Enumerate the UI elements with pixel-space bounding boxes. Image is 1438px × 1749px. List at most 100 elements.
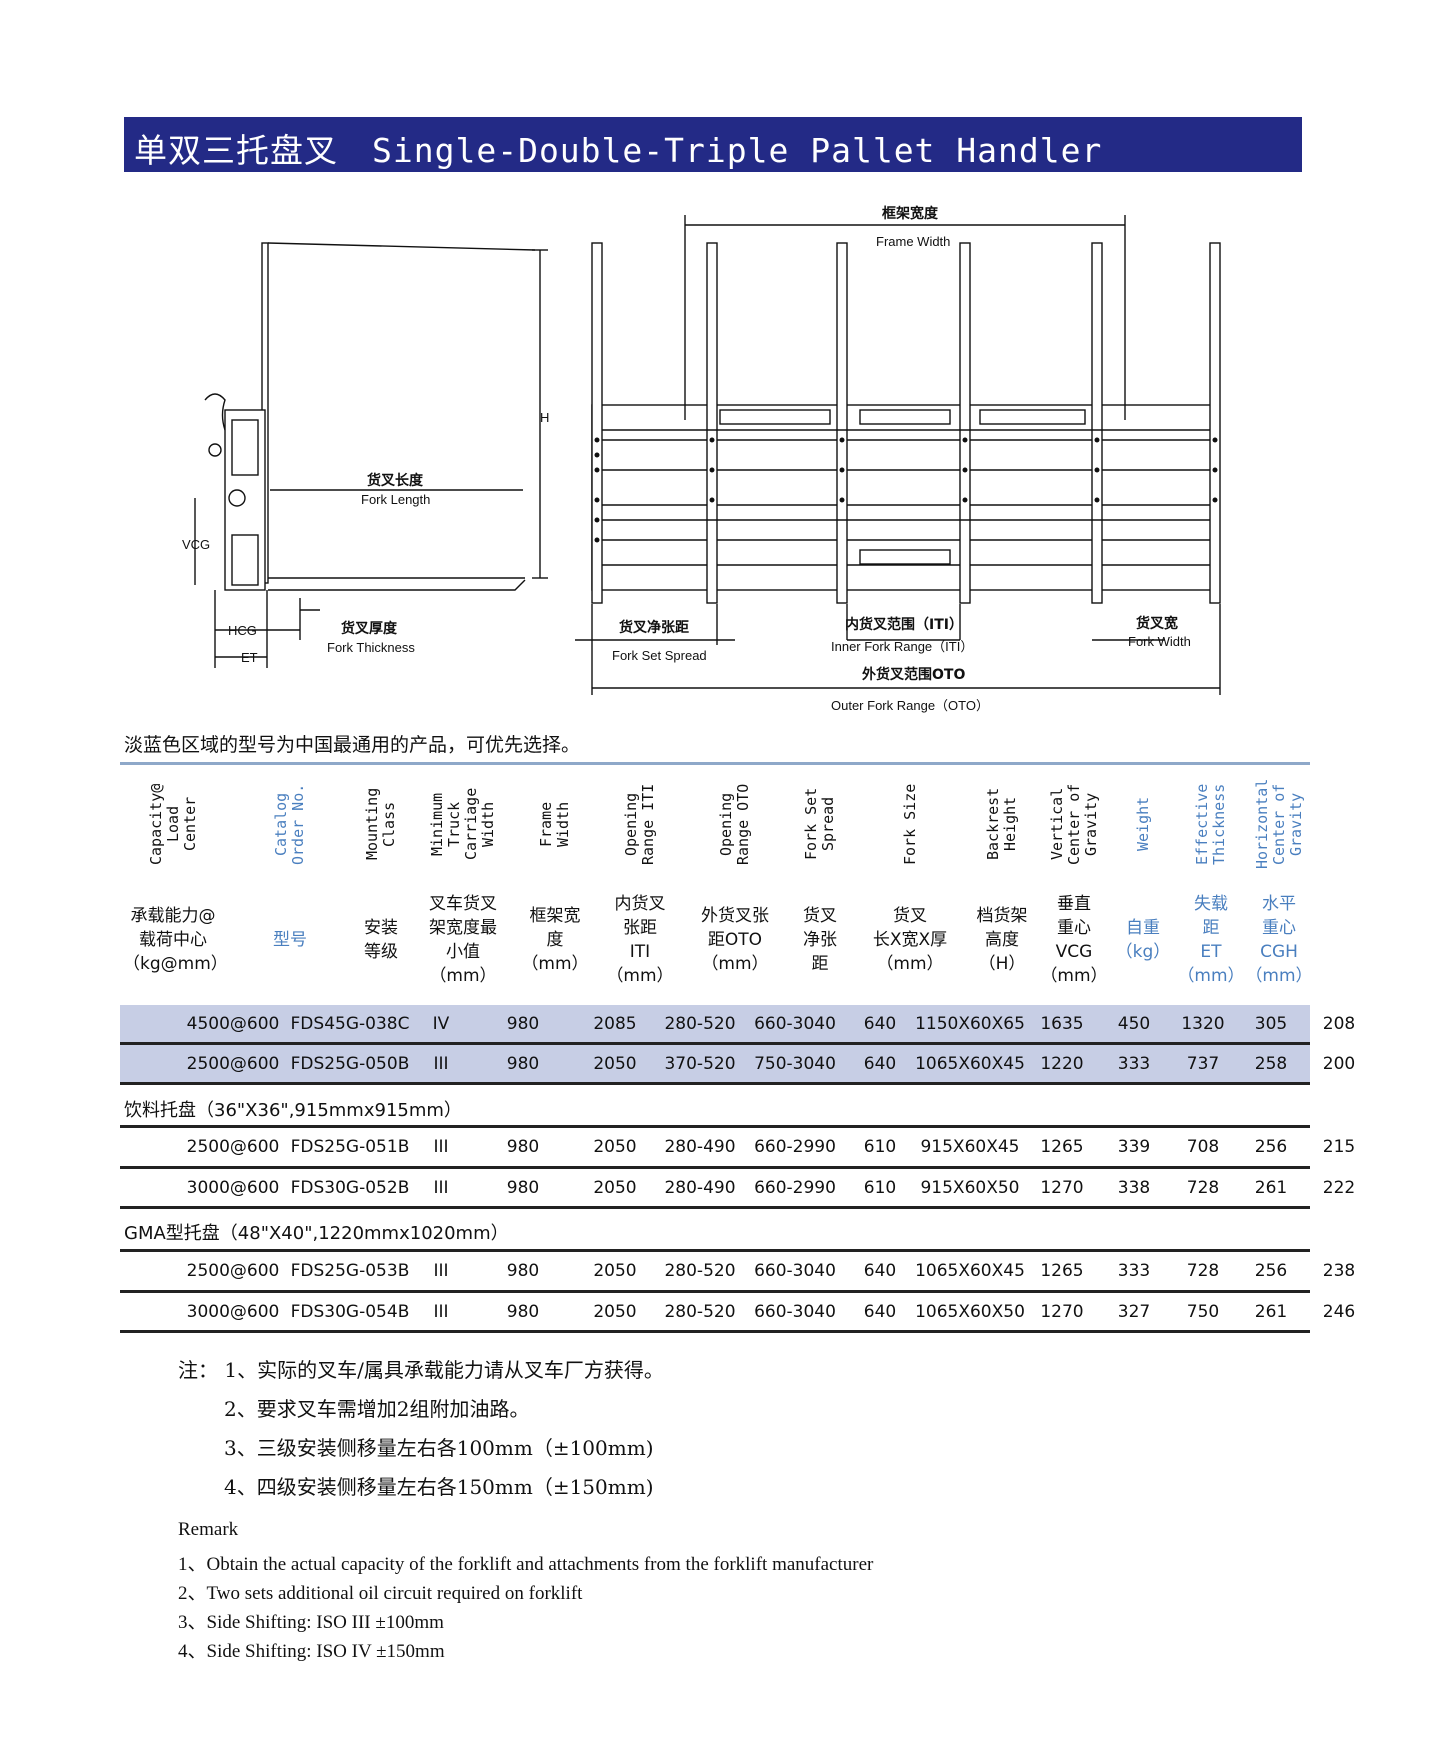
table-cell: 1265: [1040, 1137, 1084, 1157]
table-cell: 2050: [593, 1261, 637, 1281]
header-cn-line: 距: [1202, 918, 1220, 938]
remark-2: 2、Two sets additional oil circuit requir…: [178, 1583, 583, 1604]
note-cn-1: 注： 1、实际的叉车/属具承载能力请从叉车厂方获得。: [178, 1358, 664, 1382]
table-cell: 2500@600: [186, 1137, 280, 1157]
table-cell: IV: [432, 1014, 450, 1034]
fork-set-spread-en-label: Fork Set Spread: [612, 648, 707, 663]
header-en-line: Capacity@: [146, 783, 165, 865]
header-cn-line: 等级: [364, 942, 398, 962]
header-en-line: Gravity: [1081, 792, 1100, 856]
header-en-line: Height: [1001, 796, 1019, 852]
table-cell: FDS30G-052B: [290, 1178, 410, 1198]
table-cell: 1220: [1040, 1054, 1084, 1074]
table-cell: 370-520: [664, 1054, 736, 1074]
table-cell: 750-3040: [754, 1054, 836, 1074]
table-cell: 660-3040: [754, 1014, 836, 1034]
header-cn-line: 架宽度最: [429, 918, 497, 938]
remark-1: 1、Obtain the actual capacity of the fork…: [178, 1554, 874, 1575]
table-cell: III: [433, 1137, 449, 1157]
table-cell: 339: [1117, 1137, 1151, 1157]
header-cn-col-8: 货叉净张距: [770, 904, 870, 976]
table-cell: 1065X60X45: [915, 1054, 1025, 1074]
header-cn-line: （mm）: [1040, 966, 1108, 986]
table-cell: 338: [1117, 1178, 1151, 1198]
table-cell: 2500@600: [186, 1054, 280, 1074]
table-cell: 222: [1322, 1178, 1356, 1198]
header-en-line: Horizontal: [1252, 778, 1271, 870]
header-cn-line: 框架宽: [529, 906, 581, 926]
header-en-line: Opening: [717, 792, 735, 856]
header-en-line: Center of: [1269, 783, 1288, 865]
table-cell: 1150X60X65: [915, 1014, 1025, 1034]
table-cell: 333: [1117, 1054, 1151, 1074]
table-cell: 246: [1322, 1302, 1356, 1322]
fork-length-cn-label: 货叉长度: [367, 473, 423, 489]
header-en-line: Vertical: [1047, 787, 1066, 861]
header-cn-line: 垂直: [1057, 894, 1091, 914]
header-cn-line: （kg）: [1115, 942, 1171, 962]
table-cell: III: [433, 1054, 449, 1074]
header-cn-col-10: 档货架高度（H）: [952, 904, 1052, 976]
table-cell: 750: [1186, 1302, 1220, 1322]
table-cell: 261: [1254, 1178, 1288, 1198]
header-cn-line: 自重: [1126, 918, 1160, 938]
header-cn-col-9: 货叉长X宽X厚（mm）: [860, 904, 960, 976]
header-cn-line: （mm）: [521, 954, 589, 974]
table-cell: FDS25G-050B: [290, 1054, 410, 1074]
table-cell: 280-490: [664, 1178, 736, 1198]
header-en-line: Backrest: [984, 787, 1002, 861]
table-cell: FDS25G-051B: [290, 1137, 410, 1157]
table-cell: 3000@600: [186, 1178, 280, 1198]
header-en-line: Catalog: [272, 792, 290, 856]
header-cn-line: 距: [811, 954, 829, 974]
table-cell: 728: [1186, 1178, 1220, 1198]
table-cell: 258: [1254, 1054, 1288, 1074]
header-en-line: Frame: [537, 801, 555, 847]
header-cn-line: 重心: [1057, 918, 1091, 938]
row-divider: [120, 1290, 1310, 1293]
table-cell: 1270: [1040, 1302, 1084, 1322]
note-cn-3: 3、三级安装侧移量左右各100mm（±100mm): [224, 1436, 654, 1460]
table-cell: 660-2990: [754, 1137, 836, 1157]
header-en-line: Width: [554, 801, 572, 847]
table-cell: 980: [506, 1178, 540, 1198]
header-cn-line: ITI: [629, 942, 651, 962]
header-en-col-9: Fork Size: [901, 778, 919, 870]
header-en-line: Minimum: [428, 792, 446, 856]
header-cn-col-1: 承载能力@载荷中心（kg@mm）: [123, 904, 228, 976]
table-cell: 640: [863, 1014, 897, 1034]
banner-title-cn: 单双三托盘叉: [134, 131, 338, 170]
table-cell: 450: [1117, 1014, 1151, 1034]
row-divider: [120, 1206, 1310, 1209]
table-cell: 200: [1322, 1054, 1356, 1074]
table-cell: FDS25G-053B: [290, 1261, 410, 1281]
header-cn-col-12: 自重 （kg）: [1093, 916, 1193, 964]
inner-range-en-label: Inner Fork Range（ITI）: [831, 639, 974, 654]
group-title-gma-pallet: GMA型托盘（48"X40",1220mmx1020mm）: [124, 1223, 509, 1244]
table-top-rule: [120, 762, 1310, 765]
intro-text: 淡蓝色区域的型号为中国最通用的产品，可优先选择。: [124, 734, 581, 756]
header-cn-line: 高度: [985, 930, 1019, 950]
table-cell: 640: [863, 1054, 897, 1074]
header-cn-line: （mm）: [1245, 966, 1313, 986]
table-cell: III: [433, 1261, 449, 1281]
header-cn-line: 承载能力@: [130, 906, 216, 926]
row-divider: [120, 1249, 1310, 1252]
table-cell: 610: [863, 1137, 897, 1157]
table-cell: 728: [1186, 1261, 1220, 1281]
remark-heading: Remark: [178, 1519, 239, 1540]
table-cell: 640: [863, 1302, 897, 1322]
frame-width-en-label: Frame Width: [876, 234, 951, 249]
table-cell: 660-3040: [754, 1261, 836, 1281]
header-cn-line: 货叉: [893, 906, 927, 926]
header-cn-line: 度: [546, 930, 564, 950]
remark-3: 3、Side Shifting: ISO III ±100mm: [178, 1612, 444, 1633]
